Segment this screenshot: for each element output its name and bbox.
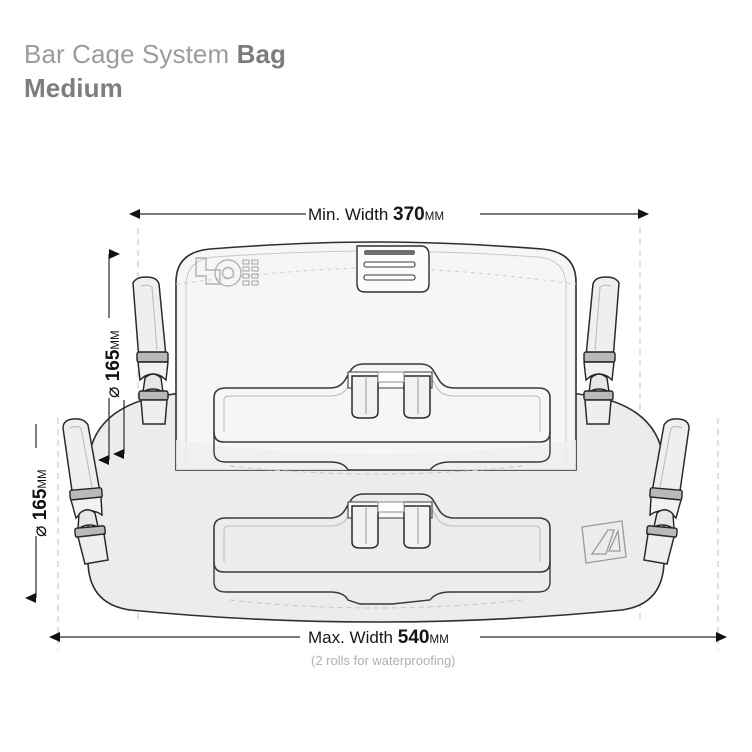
strap-upper-right: [583, 276, 620, 425]
strap-upper-left: [132, 276, 169, 425]
diameter-top-unit: MM: [110, 330, 122, 350]
diameter-top-label: ⌀ 165MM: [102, 330, 125, 398]
buckle-pair-lower: [347, 501, 433, 549]
max-width-note: (2 rolls for waterproofing): [311, 653, 456, 668]
min-width-label: Min. Width 370MM: [308, 204, 444, 226]
rotated-brand-logo: [195, 257, 259, 287]
max-width-text: Max. Width: [308, 628, 398, 647]
strap-lower-right: [643, 418, 690, 565]
title-line-2: Medium: [24, 72, 123, 103]
min-width-unit: MM: [424, 211, 445, 223]
diameter-bottom-value: 165: [30, 488, 51, 521]
top-handle-tab: [356, 245, 430, 293]
title-line-1: Bar Cage System Bag: [24, 38, 286, 72]
strap-lower-left: [62, 418, 109, 565]
diameter-top-value: 165: [103, 349, 124, 382]
guide-lines: [57, 228, 719, 650]
title-strong: Bag: [236, 39, 286, 69]
brand-logo-patch: [581, 520, 627, 564]
max-width-unit: MM: [429, 634, 450, 646]
min-width-text: Min. Width: [308, 205, 394, 224]
max-width-value: 540: [397, 627, 430, 648]
diameter-symbol-icon: ⌀: [103, 386, 124, 398]
diameter-bottom-label: ⌀ 165MM: [29, 469, 52, 537]
strap-band-lower: [213, 493, 551, 605]
page-title: Bar Cage System Bag Medium: [24, 38, 286, 106]
buckle-pair-upper: [347, 371, 433, 419]
diameter-symbol-icon-2: ⌀: [30, 525, 51, 537]
strap-band-upper: [213, 363, 551, 471]
title-prefix: Bar Cage System: [24, 39, 237, 69]
max-width-label: Max. Width 540MM: [308, 627, 449, 649]
diameter-bottom-unit: MM: [37, 469, 49, 489]
min-width-value: 370: [393, 204, 425, 225]
